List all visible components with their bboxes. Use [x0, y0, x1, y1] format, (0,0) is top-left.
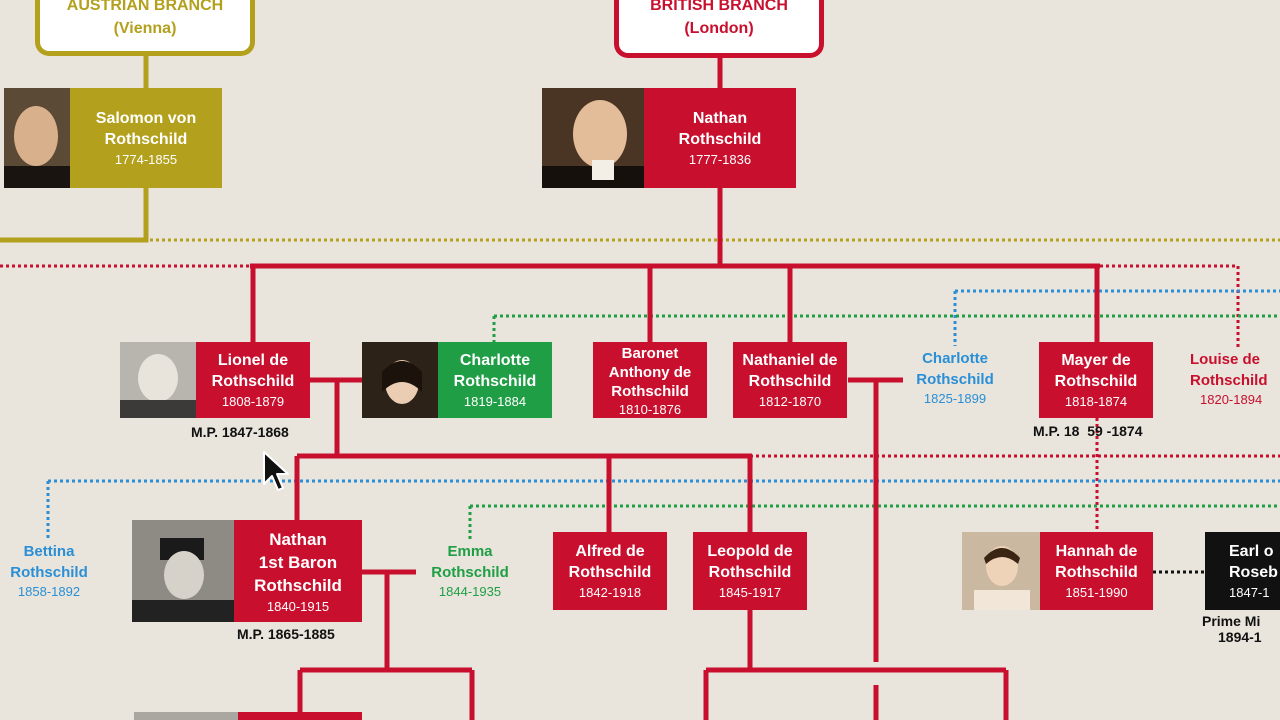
earl-note: Prime Mi 1894-1: [1202, 613, 1280, 645]
leopold-name-1: Leopold de: [707, 543, 793, 560]
lionel-dates: 1808-1879: [221, 394, 285, 409]
charlotte-green-name-1: Charlotte: [459, 352, 531, 369]
hannah-name-1: Hannah de: [1055, 543, 1138, 560]
austrian-branch-city: (Vienna): [113, 20, 177, 37]
mayer-dates: 1818-1874: [1064, 394, 1128, 409]
anthony-name-1: Baronet: [621, 344, 679, 362]
salomon-dates: 1774-1855: [114, 152, 178, 167]
leopold-name-2: Rothschild: [708, 564, 792, 581]
lionel-portrait: [120, 342, 196, 418]
mayer-name-1: Mayer de: [1061, 352, 1131, 369]
salomon-box[interactable]: Salomon von Rothschild 1774-1855: [70, 88, 222, 188]
alfred-name-1: Alfred de: [575, 543, 645, 560]
earl-dates: 1847-1: [1229, 585, 1270, 600]
nathaniel-dates: 1812-1870: [758, 394, 822, 409]
lionel-box[interactable]: Lionel de Rothschild 1808-1879: [196, 342, 310, 418]
alfred-box[interactable]: Alfred de Rothschild 1842-1918: [553, 532, 667, 610]
salomon-portrait: [4, 88, 70, 188]
earl-note-2: 1894-1: [1218, 629, 1262, 645]
austrian-branch-header: AUSTRIAN BRANCH (Vienna): [35, 0, 255, 56]
nathan1-name-3: Rothschild: [254, 575, 342, 595]
nathan-dates: 1777-1836: [688, 152, 752, 167]
louise-dates: 1820-1894: [1200, 392, 1263, 407]
mayer-name-2: Rothschild: [1054, 373, 1138, 390]
nathaniel-name-1: Nathaniel de: [742, 352, 838, 369]
bettina-label[interactable]: Bettina Rothschild 1858-1892: [0, 541, 98, 600]
nathan-box[interactable]: Nathan Rothschild 1777-1836: [644, 88, 796, 188]
earl-note-1: Prime Mi: [1202, 613, 1261, 629]
salomon-name-2: Rothschild: [104, 131, 188, 148]
anthony-name-3: Rothschild: [611, 382, 689, 400]
salomon-name-1: Salomon von: [95, 110, 197, 127]
charlotte-blue-dates: 1825-1899: [923, 391, 987, 406]
bottom-box-partial: [238, 712, 362, 720]
nathan-portrait: [542, 88, 644, 188]
mayer-mp-note: M.P. 18 59 -1874: [1033, 423, 1143, 439]
lionel-mp-note: M.P. 1847-1868: [191, 424, 289, 440]
leopold-box[interactable]: Leopold de Rothschild 1845-1917: [693, 532, 807, 610]
charlotte-green-portrait: [362, 342, 438, 418]
lionel-name-1: Lionel de: [217, 352, 289, 369]
lionel-name-2: Rothschild: [211, 373, 295, 390]
nathan1-box[interactable]: Nathan 1st Baron Rothschild 1840-1915: [234, 520, 362, 622]
charlotte-green-box[interactable]: Charlotte Rothschild 1819-1884: [438, 342, 552, 418]
leopold-dates: 1845-1917: [718, 585, 782, 600]
charlotte-blue-label[interactable]: Charlotte Rothschild 1825-1899: [898, 348, 1012, 407]
emma-name-2: Rothschild: [431, 564, 509, 581]
louise-name-1: Louise de: [1190, 351, 1261, 368]
anthony-dates: 1810-1876: [618, 401, 682, 417]
hannah-name-2: Rothschild: [1055, 564, 1138, 581]
charlotte-green-dates: 1819-1884: [463, 394, 527, 409]
british-branch-city: (London): [684, 20, 754, 37]
british-branch-title: BRITISH BRANCH: [650, 0, 788, 14]
nathan-name-2: Rothschild: [678, 131, 762, 148]
alfred-name-2: Rothschild: [568, 564, 652, 581]
charlotte-blue-name-2: Rothschild: [916, 371, 994, 388]
charlotte-blue-name-1: Charlotte: [922, 350, 988, 367]
hannah-portrait: [962, 532, 1040, 610]
alfred-dates: 1842-1918: [578, 585, 642, 600]
nathan1-name-1: Nathan: [269, 529, 327, 549]
bettina-name-2: Rothschild: [10, 564, 88, 581]
nathan1-name-2: 1st Baron: [258, 552, 338, 572]
nathaniel-name-2: Rothschild: [748, 373, 832, 390]
nathan1-portrait: [132, 520, 234, 622]
earl-box[interactable]: Earl o Roseb 1847-1: [1205, 532, 1280, 610]
earl-name-1: Earl o: [1229, 543, 1274, 560]
mayer-box[interactable]: Mayer de Rothschild 1818-1874: [1039, 342, 1153, 418]
emma-label[interactable]: Emma Rothschild 1844-1935: [416, 541, 524, 600]
bettina-dates: 1858-1892: [17, 584, 81, 599]
hannah-dates: 1851-1990: [1065, 585, 1128, 600]
louise-label[interactable]: Louise de Rothschild 1820-1894: [1190, 349, 1280, 408]
bettina-name-1: Bettina: [23, 543, 75, 560]
charlotte-green-name-2: Rothschild: [453, 373, 537, 390]
earl-name-2: Roseb: [1229, 564, 1278, 581]
louise-name-2: Rothschild: [1190, 372, 1268, 389]
nathan-name-1: Nathan: [692, 110, 748, 127]
nathaniel-box[interactable]: Nathaniel de Rothschild 1812-1870: [733, 342, 847, 418]
bottom-portrait: [134, 712, 238, 720]
nathan1-mp-note: M.P. 1865-1885: [237, 626, 335, 642]
anthony-box[interactable]: Baronet Anthony de Rothschild 1810-1876: [593, 342, 707, 418]
hannah-box[interactable]: Hannah de Rothschild 1851-1990: [1040, 532, 1153, 610]
austrian-branch-title: AUSTRIAN BRANCH: [66, 0, 224, 14]
nathan1-dates: 1840-1915: [266, 598, 330, 614]
mouse-cursor-icon: [263, 451, 289, 491]
anthony-name-2: Anthony de: [608, 363, 692, 381]
emma-dates: 1844-1935: [438, 584, 502, 599]
emma-name-1: Emma: [447, 543, 493, 560]
british-branch-header: BRITISH BRANCH (London): [614, 0, 824, 58]
